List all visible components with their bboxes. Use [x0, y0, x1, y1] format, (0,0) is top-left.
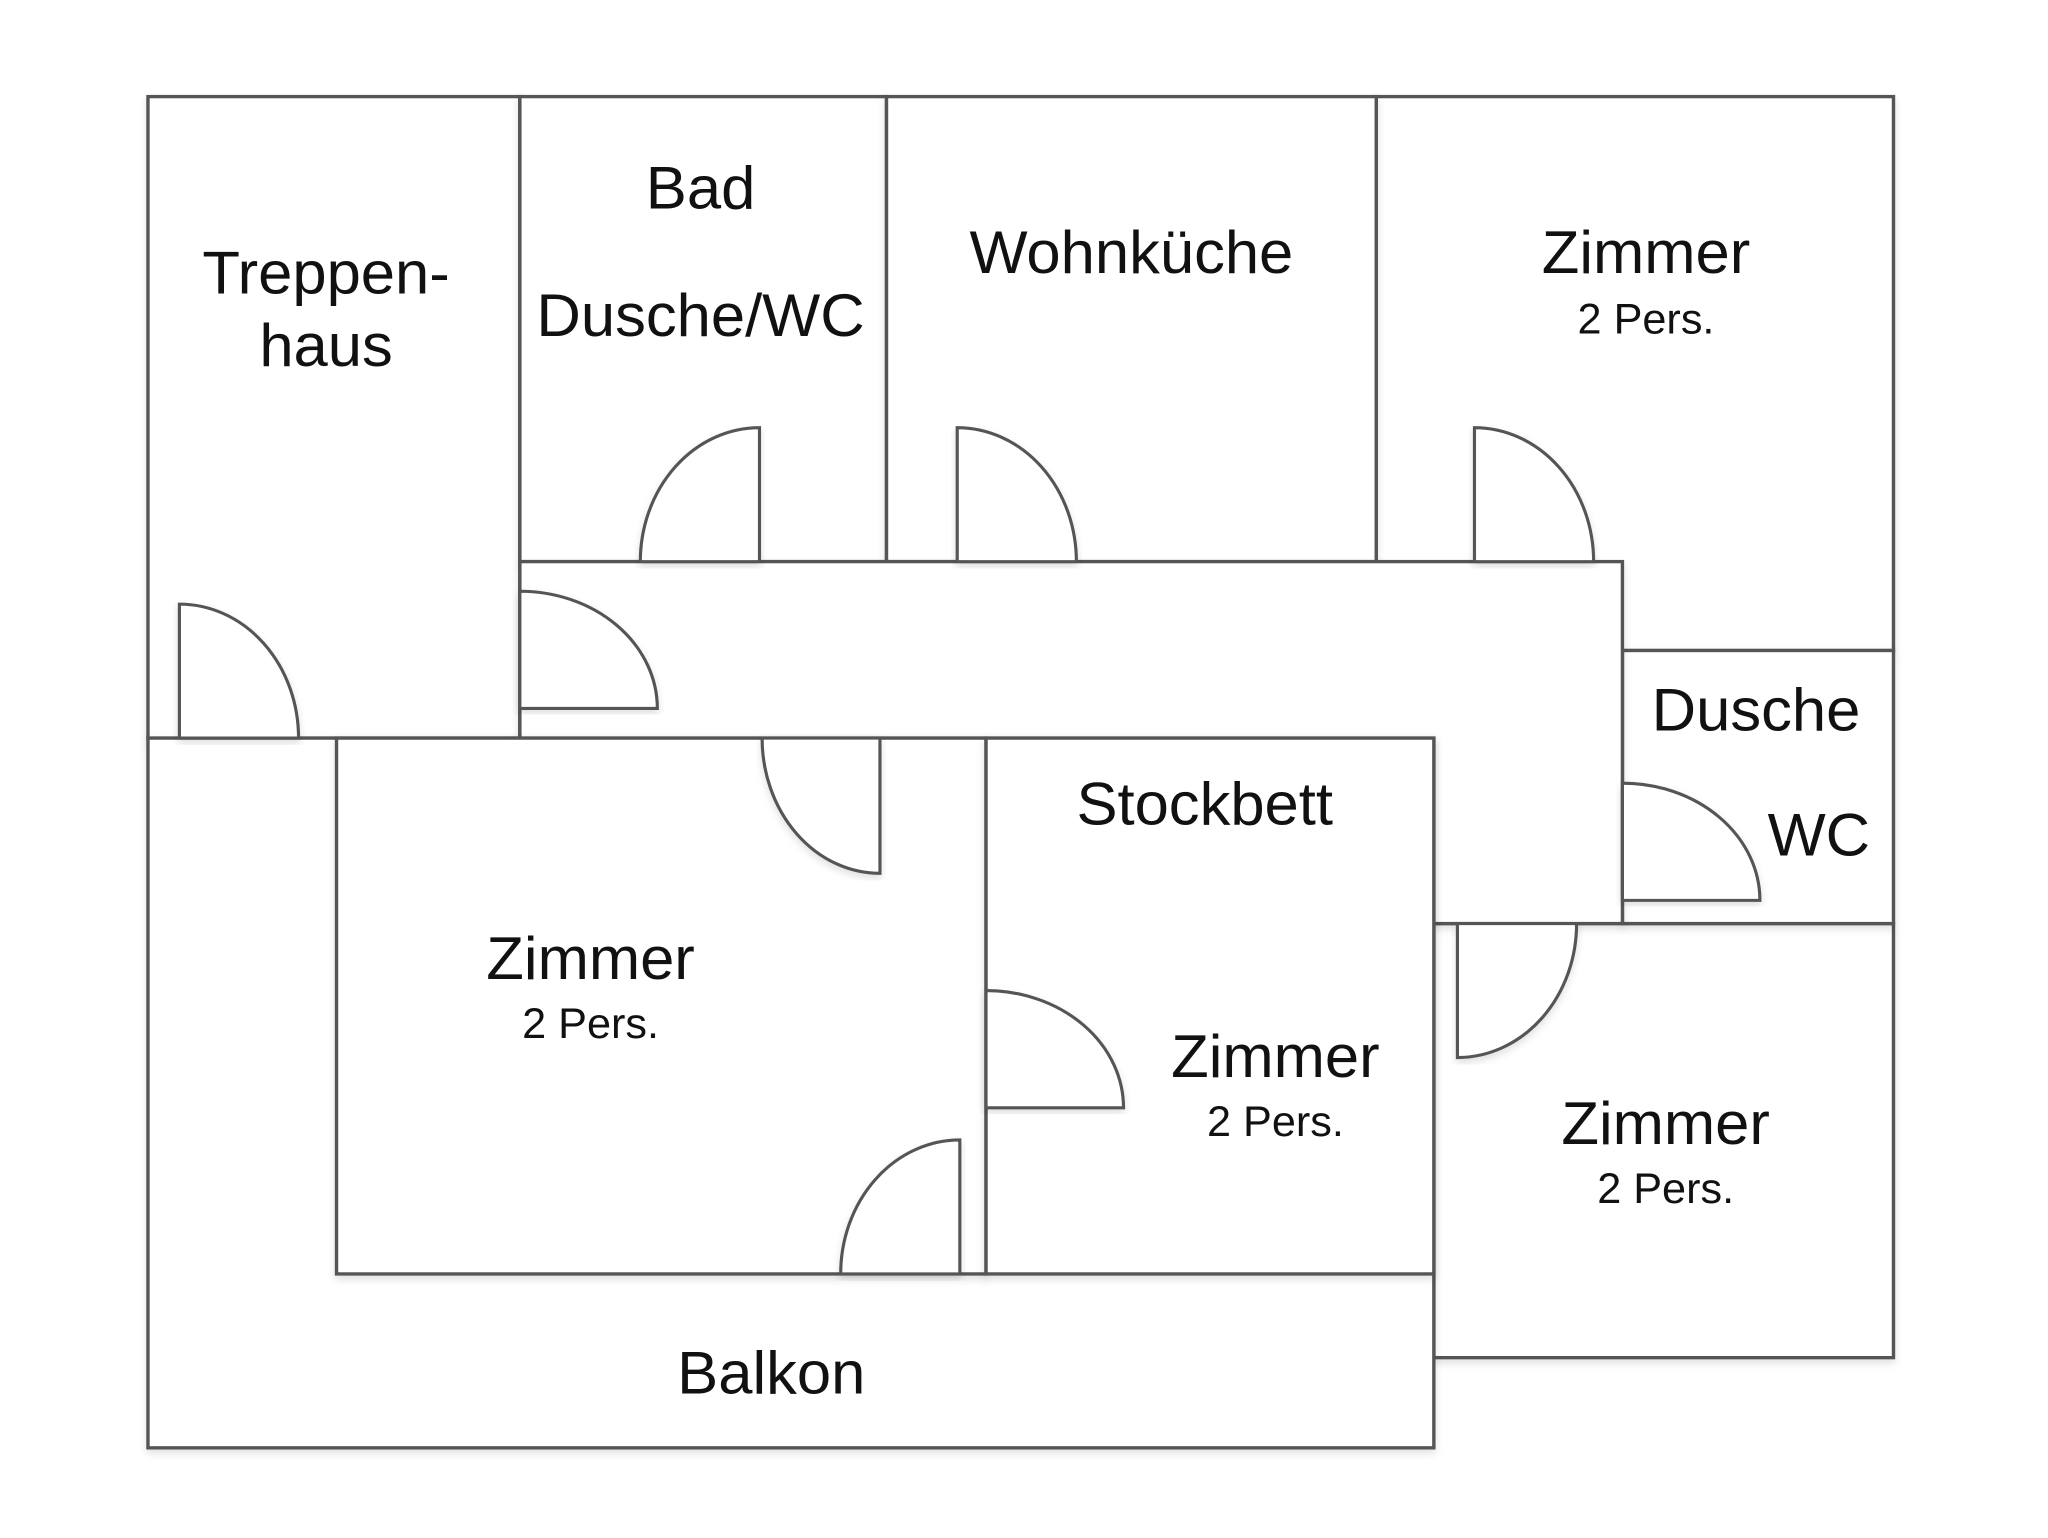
- door-dusche-wc: [1620, 781, 1762, 902]
- label-zimmer-middle-left: Zimmer: [486, 924, 694, 991]
- label-zimmer-top-right-capacity: 2 Pers.: [1578, 296, 1715, 344]
- door-wohnkueche: [955, 426, 1078, 564]
- door-zimmer-stockbett: [984, 989, 1126, 1110]
- door-bad: [638, 426, 762, 564]
- door-corridor-entry: [518, 589, 659, 711]
- door-zimmer-top-right: [1472, 426, 1596, 564]
- label-treppenhaus-2: haus: [259, 311, 392, 378]
- room-zimmer-top-right: [1374, 94, 1896, 653]
- label-balkon: Balkon: [677, 1339, 865, 1406]
- door-zimmer-bottom-right: [1455, 922, 1579, 1060]
- label-zimmer-stockbett-capacity: 2 Pers.: [1207, 1098, 1344, 1146]
- label-zimmer-top-right: Zimmer: [1542, 219, 1750, 286]
- label-zimmer-bottom-right-capacity: 2 Pers.: [1597, 1165, 1734, 1213]
- label-zimmer-middle-left-capacity: 2 Pers.: [522, 1001, 659, 1049]
- label-bad-dusche-wc: Dusche/WC: [536, 282, 864, 349]
- label-zimmer-stockbett: Zimmer: [1171, 1022, 1379, 1089]
- label-bad: Bad: [646, 154, 755, 221]
- label-zimmer-bottom-right: Zimmer: [1561, 1089, 1769, 1156]
- door-balkon: [839, 1138, 962, 1276]
- door-treppenhaus: [177, 602, 301, 740]
- label-treppenhaus-1: Treppen-: [202, 239, 449, 306]
- label-dusche: Dusche: [1652, 676, 1861, 743]
- label-wc: WC: [1768, 801, 1871, 868]
- room-zimmer-stockbett: [984, 736, 1436, 1276]
- door-zimmer-middle-left: [760, 736, 882, 875]
- label-wohnkueche: Wohnküche: [969, 219, 1293, 286]
- label-stockbett: Stockbett: [1076, 770, 1333, 837]
